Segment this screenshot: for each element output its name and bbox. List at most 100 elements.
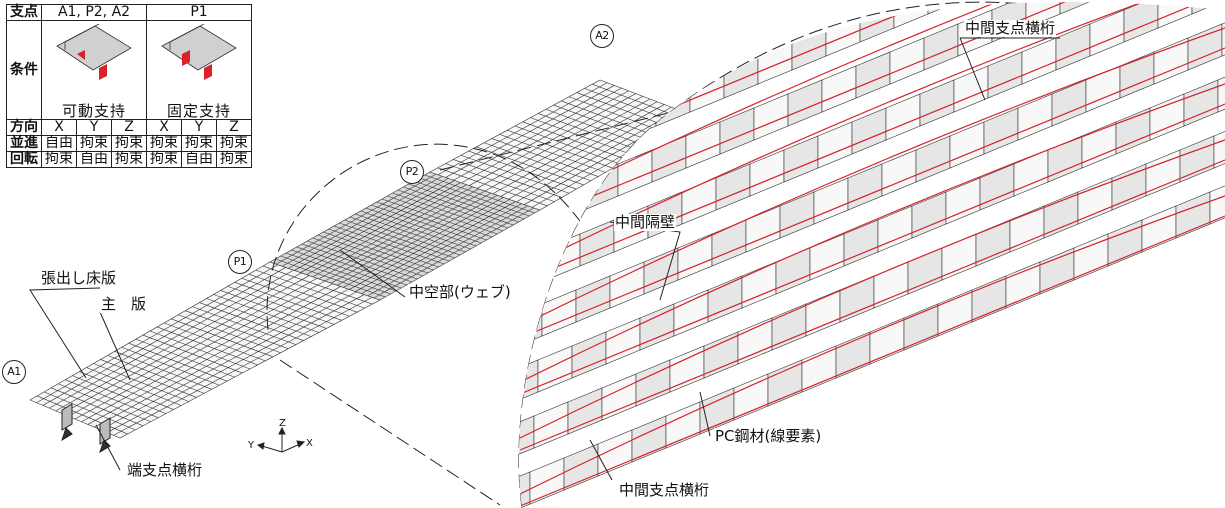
row-direction: 方向: [6, 119, 42, 136]
mesh-line: [282, 175, 443, 267]
translation-cell: 拘束: [76, 135, 112, 152]
mesh-line: [516, 109, 679, 203]
mesh-line: [324, 190, 486, 282]
mesh-line: [94, 288, 349, 428]
mesh-line: [288, 178, 449, 269]
pc-tendon-line: [519, 195, 1225, 495]
mesh-line: [373, 207, 535, 299]
label-mid-diaphragm: 中間隔壁: [614, 213, 677, 231]
box-cell: [1217, 65, 1225, 113]
mesh-line: [300, 182, 461, 273]
mesh-line: [337, 194, 498, 286]
mesh-line: [445, 85, 615, 178]
node-p1: P1: [228, 250, 252, 274]
mesh-line: [294, 180, 455, 271]
mesh-line: [361, 203, 522, 294]
box-cell: [518, 471, 531, 508]
mesh-line: [275, 173, 437, 265]
rotation-cell: 拘束: [111, 151, 147, 168]
fixed-support-caption: 固定支持: [166, 102, 231, 120]
mesh-line: [49, 269, 294, 409]
axis-y-label: Y: [248, 440, 255, 451]
mesh-line: [36, 264, 279, 403]
header-support: 支点: [6, 4, 42, 21]
rotation-cell: 自由: [181, 151, 217, 168]
mesh-line: [306, 184, 467, 275]
mesh-line: [312, 186, 473, 278]
axis-cell: Z: [111, 119, 147, 136]
mesh-line: [74, 280, 326, 420]
mesh-line: [330, 192, 492, 284]
mesh-line: [367, 205, 528, 297]
col-a-header: A1, P2, A2: [41, 4, 147, 21]
label-main-slab: 主 版: [100, 295, 148, 313]
axis-cell: Y: [76, 119, 112, 136]
label-mid-cross-beam-top: 中間支点横桁: [964, 19, 1057, 37]
pc-tendon-line: [519, 2, 1225, 283]
mesh-line: [81, 283, 334, 422]
fixed-support-icon: [161, 24, 237, 80]
pc-tendon-line: [519, 103, 1225, 395]
mesh-line: [437, 82, 608, 175]
box-cell: [1213, 121, 1225, 169]
rotation-cell: 拘束: [146, 151, 182, 168]
mesh-line: [476, 96, 644, 189]
leader-lines: [29, 37, 1060, 481]
pc-tendon-line: [519, 83, 1225, 383]
label-mid-cross-beam-bottom: 中間支点横桁: [618, 481, 711, 499]
mesh-line: [318, 188, 480, 280]
movable-support-caption: 可動支持: [61, 102, 126, 120]
pc-tendon-line: [519, 27, 1225, 327]
mesh-line: [508, 106, 672, 200]
axis-cell: Z: [216, 119, 252, 136]
mesh-line: [492, 101, 658, 194]
translation-cell: 自由: [41, 135, 77, 152]
hollow-web-mesh: [269, 171, 541, 301]
axis-cell: Y: [181, 119, 217, 136]
mesh-line: [343, 197, 504, 288]
mesh-line: [100, 291, 357, 431]
mesh-line: [68, 278, 318, 417]
movable-support-icon: [56, 24, 132, 80]
main-deck-mesh: [29, 261, 381, 439]
translation-cell: 拘束: [216, 135, 252, 152]
mesh-line: [55, 272, 302, 412]
mesh-line: [42, 267, 286, 406]
row-condition: 条件: [6, 20, 42, 120]
translation-cell: 拘束: [181, 135, 217, 152]
pc-tendon-line: [519, 159, 1225, 451]
col-p-header: P1: [146, 4, 252, 21]
axis-cell: X: [41, 119, 77, 136]
translation-cell: 拘束: [111, 135, 147, 152]
mesh-line: [355, 201, 516, 292]
rotation-cell: 拘束: [41, 151, 77, 168]
label-end-cross-beam: 端支点横桁: [126, 461, 204, 479]
node-p2: P2: [400, 160, 424, 184]
box-cell: [518, 247, 547, 295]
mesh-line: [61, 275, 310, 414]
mesh-line: [469, 93, 636, 186]
rotation-cell: 自由: [76, 151, 112, 168]
node-a1: A1: [2, 360, 26, 384]
row-translation: 並進: [6, 135, 42, 152]
label-hollow-web: 中空部(ウェブ): [408, 283, 512, 301]
axis-cell: X: [146, 119, 182, 136]
label-cantilever-slab: 張出し床版: [40, 269, 118, 287]
mesh-line: [107, 294, 365, 433]
label-pc-tendon: PC鋼材(線要素): [714, 427, 823, 445]
row-rotation: 回転: [6, 151, 42, 168]
axis-x-label: X: [306, 438, 313, 449]
pc-tendon-line: [519, 2, 1225, 227]
pc-tendon-line: [519, 215, 1225, 507]
mesh-line: [484, 98, 651, 192]
mesh-line: [461, 90, 629, 184]
node-a2: A2: [590, 24, 614, 48]
movable-support-cell: 可動支持: [41, 20, 147, 120]
box-cell: [1221, 9, 1225, 57]
box-cell: [1209, 177, 1225, 225]
mesh-line: [113, 297, 373, 436]
mesh-line: [349, 199, 510, 290]
axis-triad: [256, 426, 306, 453]
translation-cell: 拘束: [146, 135, 182, 152]
